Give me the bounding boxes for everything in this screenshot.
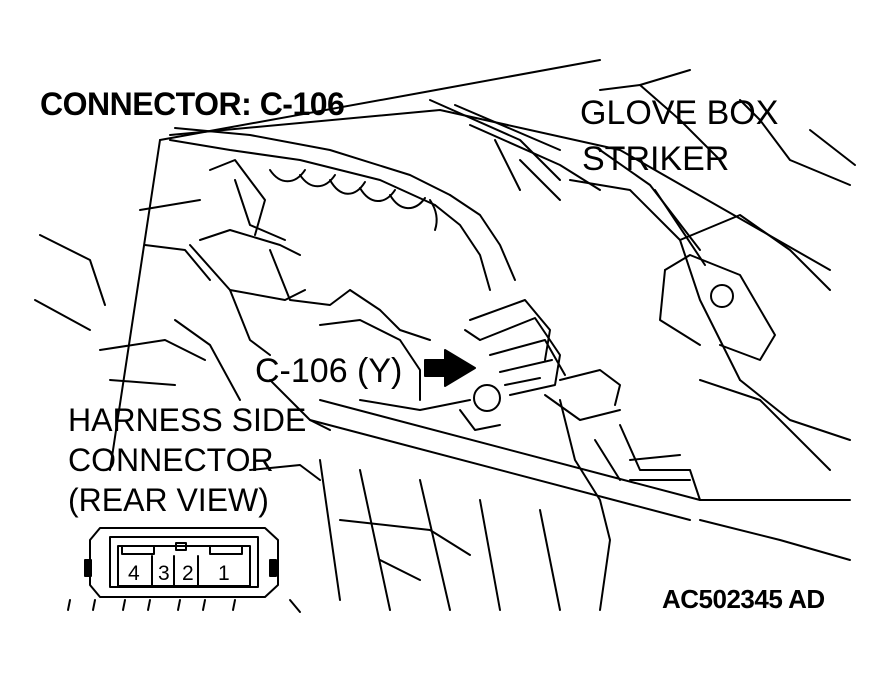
wiring-harness: [169, 127, 516, 291]
rear-view-connector: [84, 527, 279, 598]
connector-label: CONNECTOR: [68, 442, 274, 478]
pin-label: 2: [182, 562, 194, 585]
pin-label: 3: [158, 562, 170, 585]
connector-c106-body: [464, 299, 621, 421]
rear-view-label: (REAR VIEW): [68, 482, 269, 518]
connector-callout-label: C-106 (Y): [255, 352, 403, 390]
harness-side-label: HARNESS SIDE: [68, 402, 307, 438]
dashboard-panel-lines: [34, 59, 856, 471]
bottom-edge-ticks: [67, 599, 301, 613]
striker-label: STRIKER: [582, 140, 730, 178]
pin-label: 1: [218, 562, 230, 585]
connector-arrow: [424, 349, 476, 387]
figure-code: AC502345 AD: [662, 584, 825, 614]
glove-box-label: GLOVE BOX: [580, 94, 779, 132]
page-title: CONNECTOR: C-106: [40, 86, 345, 122]
dashboard-structure: [139, 159, 501, 431]
glove-box-housing: [249, 399, 851, 611]
pin-label: 4: [128, 562, 140, 585]
glove-box-striker: [569, 149, 851, 471]
